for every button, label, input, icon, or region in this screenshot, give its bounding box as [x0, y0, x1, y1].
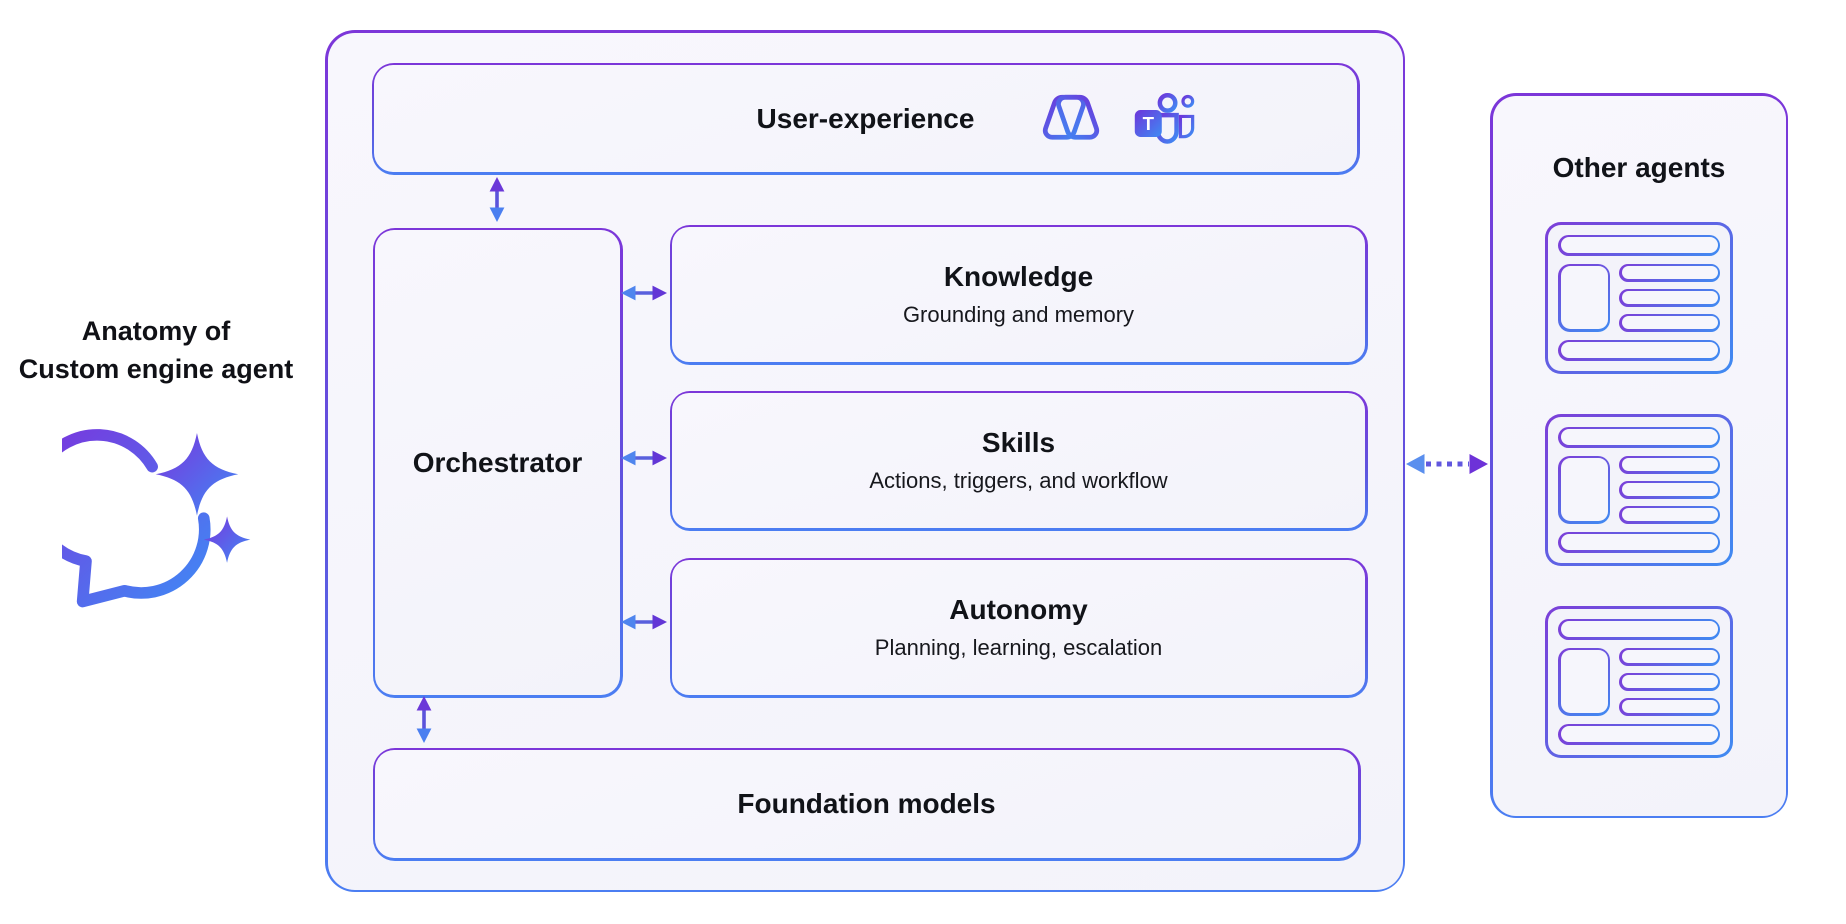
teams-icon: T [1134, 92, 1195, 144]
copilot-icon [1042, 94, 1100, 140]
sparkle-small [203, 516, 251, 563]
heading-line-2: Custom engine agent [18, 354, 294, 385]
other-agents-panel: Other agents [1490, 93, 1788, 818]
svg-text:T: T [1143, 112, 1155, 133]
autonomy-subtitle: Planning, learning, escalation [874, 635, 1163, 660]
arrow-other-agents-dotted [1406, 454, 1488, 474]
skills-title: Skills [981, 427, 1056, 458]
sparkle-large [155, 433, 239, 516]
custom-engine-agent-container: User-experience [325, 30, 1405, 892]
copilot-chat-sparkle-icon [62, 429, 251, 608]
agent-card [1545, 413, 1733, 566]
orchestrator-box: Orchestrator [372, 227, 623, 698]
foundation-models-label: Foundation models [737, 788, 996, 819]
autonomy-box: Autonomy Planning, learning, escalation [669, 557, 1368, 698]
skills-subtitle: Actions, triggers, and workflow [869, 468, 1168, 493]
user-experience-box: User-experience [371, 62, 1360, 175]
skills-box: Skills Actions, triggers, and workflow [669, 390, 1368, 531]
agent-card [1545, 221, 1733, 374]
heading-line-1: Anatomy of [81, 316, 231, 346]
autonomy-title: Autonomy [949, 594, 1088, 625]
foundation-models-box: Foundation models [372, 747, 1361, 861]
other-agents-title: Other agents [1552, 151, 1726, 183]
knowledge-subtitle: Grounding and memory [902, 302, 1135, 327]
agent-card [1545, 605, 1733, 758]
agent-card-list [1545, 221, 1733, 758]
orchestrator-label: Orchestrator [412, 446, 583, 478]
chat-bubble-shape [62, 429, 211, 608]
diagram-heading: Anatomy of Custom engine agent [0, 312, 312, 389]
user-experience-label: User-experience [756, 102, 975, 134]
knowledge-title: Knowledge [943, 261, 1094, 292]
knowledge-box: Knowledge Grounding and memory [669, 224, 1368, 365]
